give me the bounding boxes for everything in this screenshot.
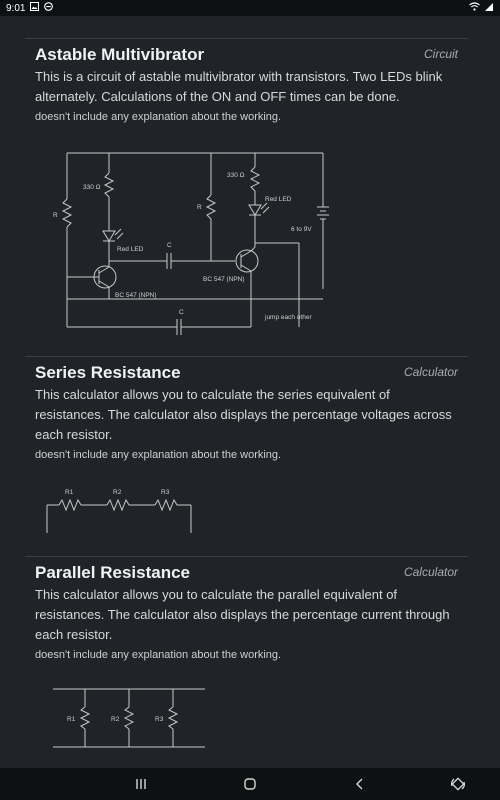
back-icon[interactable]	[340, 768, 380, 800]
card-parallel-resistance[interactable]: Parallel Resistance Calculator This calc…	[25, 556, 468, 768]
battery-icon	[484, 2, 494, 15]
rotate-icon[interactable]	[438, 768, 478, 800]
card-title: Astable Multivibrator	[35, 45, 205, 64]
recent-apps-icon[interactable]	[121, 768, 161, 800]
parallel-resistance-diagram: R1 R2 R3	[35, 683, 215, 758]
label-battery: 6 to 9V	[291, 226, 312, 233]
wifi-icon	[469, 2, 480, 14]
image-icon	[30, 2, 40, 14]
label-r2: R2	[111, 716, 120, 723]
label-330-right: 330 Ω	[227, 172, 245, 179]
card-note: doesn't include any explanation about th…	[35, 111, 282, 123]
astable-multivibrator-diagram: R R 330 Ω 330 Ω Red LED Red LED C C BC 5…	[35, 139, 335, 344]
label-transistor-left: BC 547 (NPN)	[115, 292, 157, 299]
label-r3: R3	[161, 489, 170, 496]
label-r3: R3	[155, 716, 164, 723]
card-type: Calculator	[403, 365, 458, 379]
label-cap-top: C	[167, 242, 172, 249]
label-r-left: R	[53, 212, 58, 219]
card-description: This is a circuit of astable multivibrat…	[35, 69, 443, 104]
card-type: Circuit	[423, 47, 458, 61]
label-r1: R1	[67, 716, 76, 723]
label-330-left: 330 Ω	[83, 184, 101, 191]
status-time: 9:01	[6, 2, 26, 14]
card-description: This calculator allows you to calculate …	[35, 387, 452, 442]
series-resistance-diagram: R1 R2 R3	[35, 481, 215, 546]
home-icon[interactable]	[230, 768, 270, 800]
label-led-right: Red LED	[265, 196, 292, 203]
do-not-disturb-icon	[44, 2, 54, 14]
card-title: Series Resistance	[35, 363, 181, 382]
label-cap-bottom: C	[179, 309, 184, 316]
card-note: doesn't include any explanation about th…	[35, 449, 282, 461]
tool-list[interactable]: Astable Multivibrator Circuit This is a …	[0, 16, 500, 768]
card-astable-multivibrator[interactable]: Astable Multivibrator Circuit This is a …	[25, 38, 468, 356]
card-type: Calculator	[403, 565, 458, 579]
label-transistor-right: BC 547 (NPN)	[203, 276, 245, 283]
label-led-left: Red LED	[117, 246, 144, 253]
card-note: doesn't include any explanation about th…	[35, 649, 282, 661]
label-jump: jump each other	[264, 314, 312, 321]
label-r-mid: R	[197, 204, 202, 211]
card-title: Parallel Resistance	[35, 563, 190, 582]
status-bar: 9:01	[0, 0, 500, 16]
navigation-bar	[0, 768, 500, 800]
label-r1: R1	[65, 489, 74, 496]
card-description: This calculator allows you to calculate …	[35, 587, 450, 642]
card-series-resistance[interactable]: Series Resistance Calculator This calcul…	[25, 356, 468, 556]
label-r2: R2	[113, 489, 122, 496]
